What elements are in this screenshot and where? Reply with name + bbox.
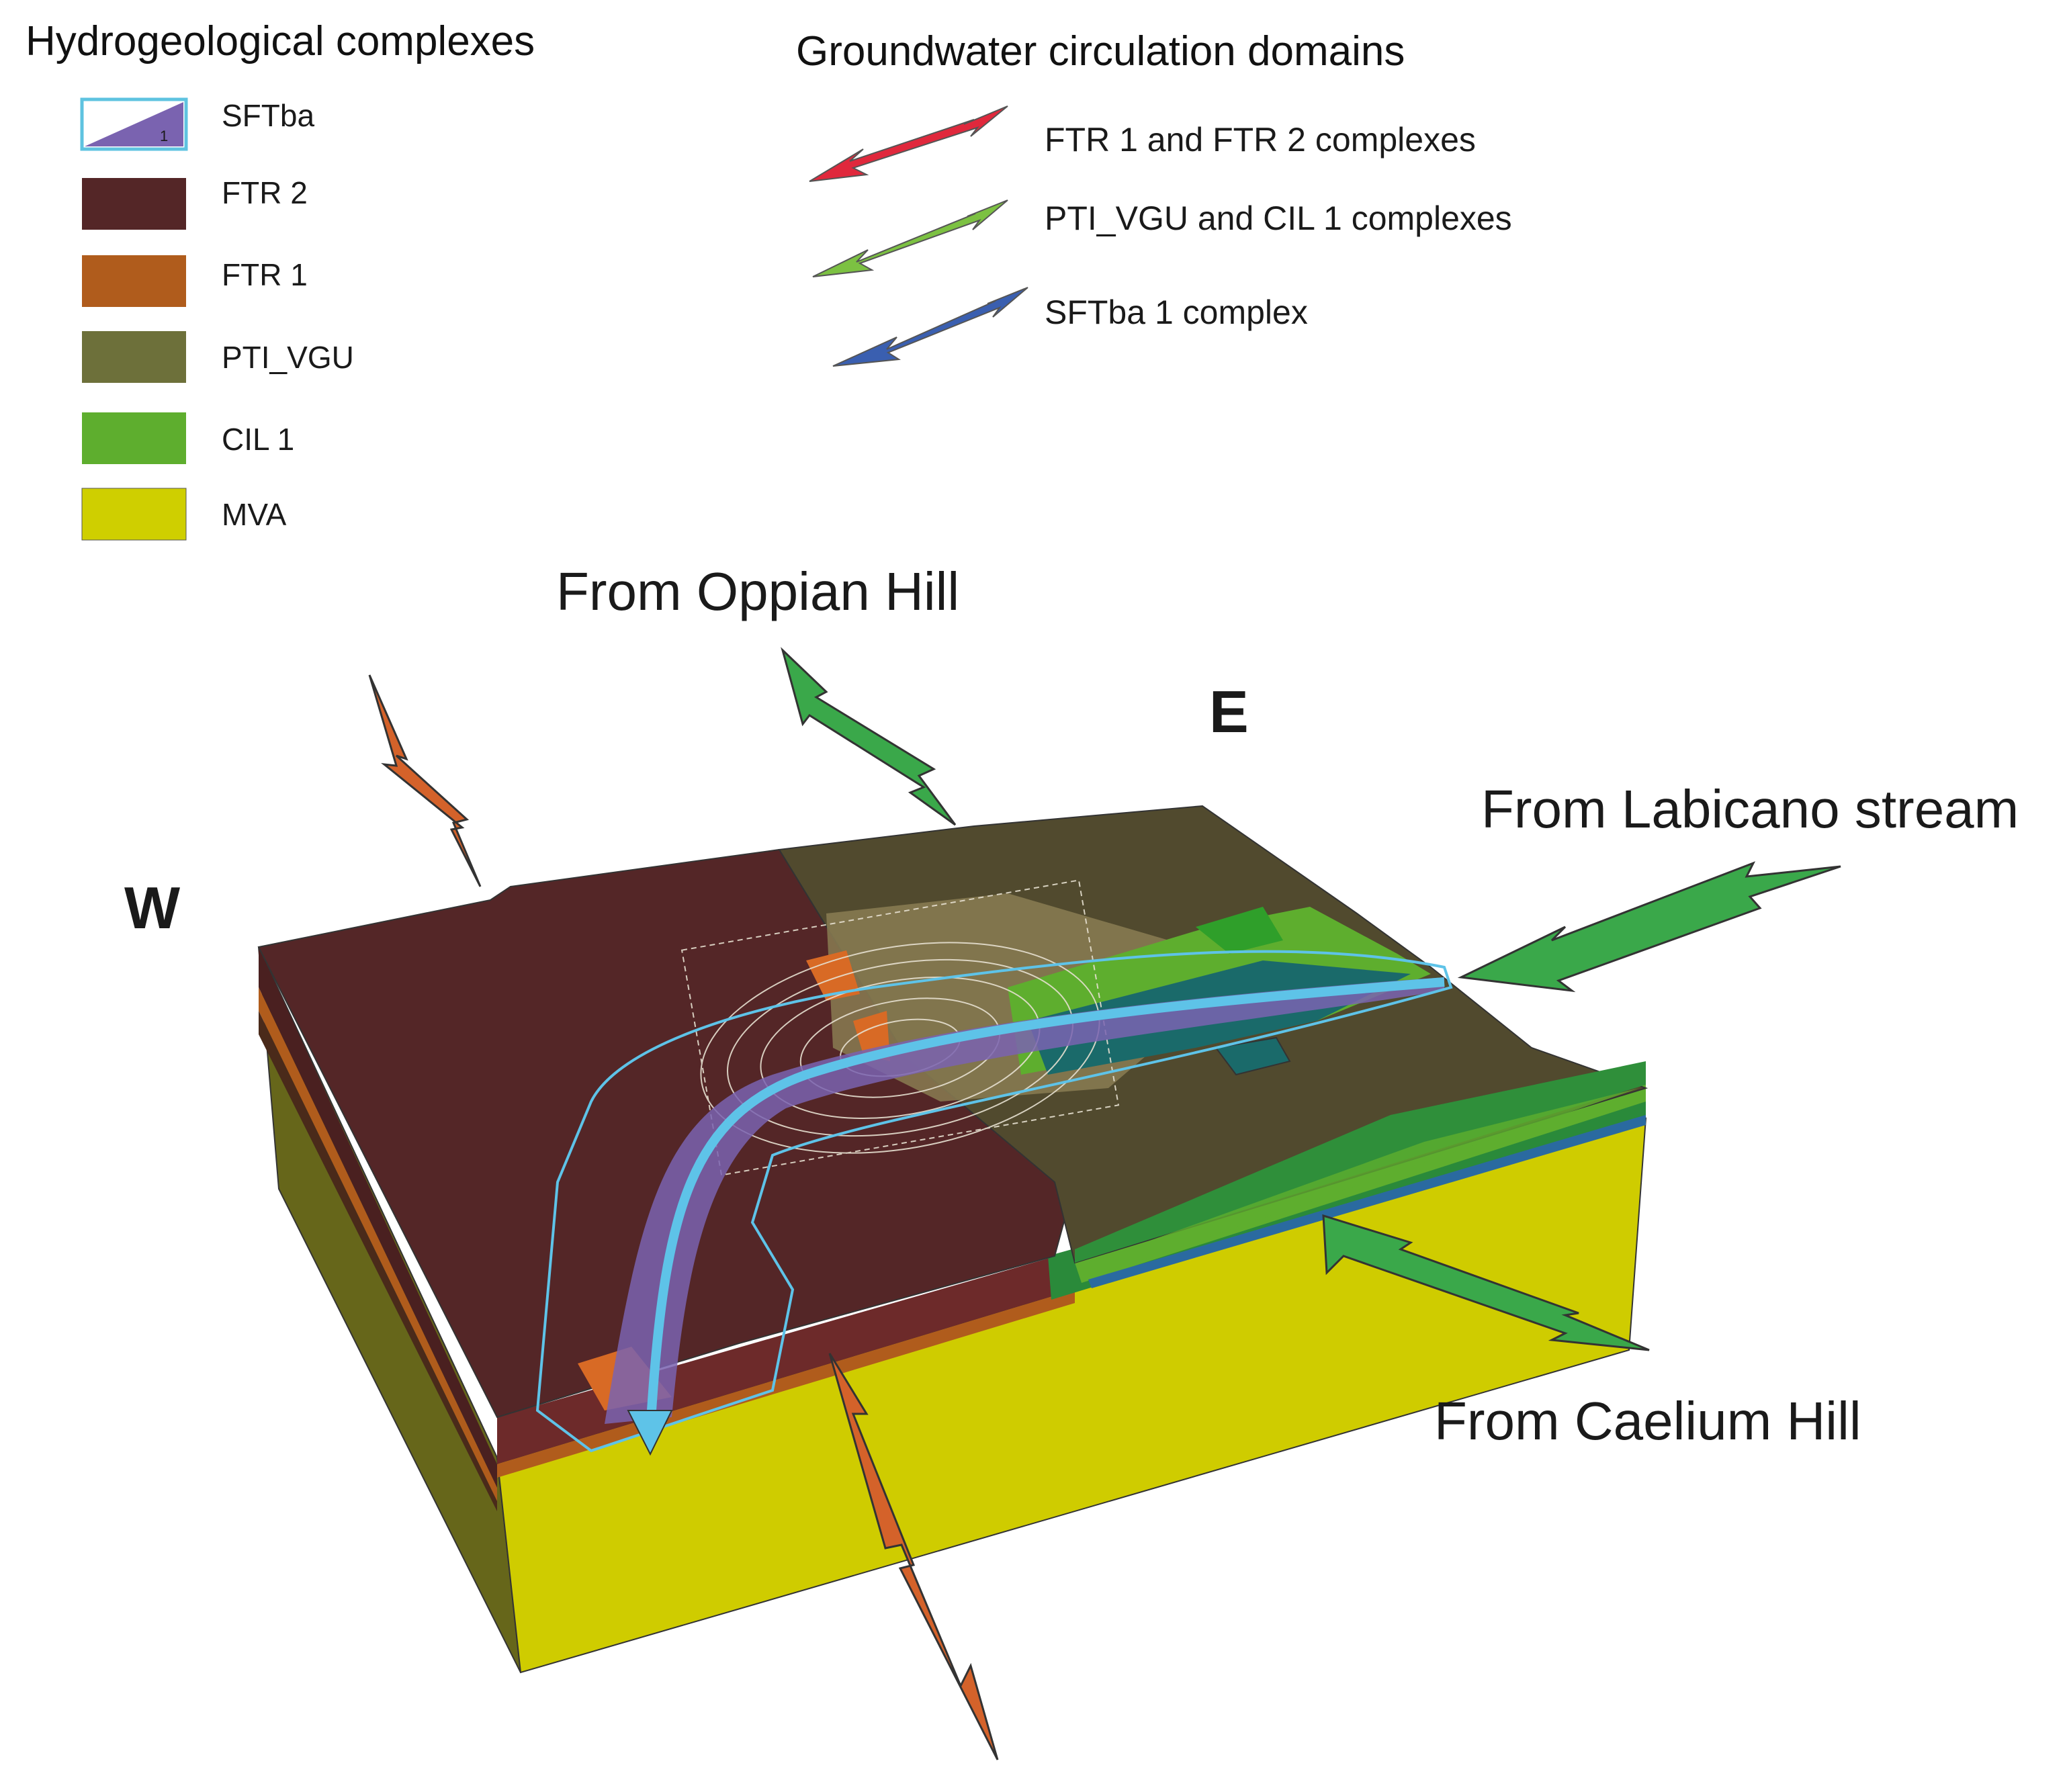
- legend-swatch-ftr1: [82, 255, 186, 307]
- stream-sftba-outline: [535, 950, 1453, 1453]
- block-top-ftr1-patch-a: [806, 950, 860, 1001]
- legend-swatch-ftr2: [82, 178, 186, 230]
- stream-flow-arrowhead: [627, 1410, 673, 1456]
- legend-label-ftr1: FTR 1: [222, 257, 308, 292]
- legend-domain-arrow-blue: [832, 287, 1028, 367]
- inflow-arrow-caelium: [1322, 1214, 1650, 1351]
- legend-domain-arrow-green: [812, 199, 1008, 277]
- block-top-cil-light: [1088, 1088, 1639, 1276]
- legend-swatch-cil1: [82, 412, 186, 464]
- legend-swatch-sftba-number: 1: [160, 128, 168, 144]
- legend-swatch-pti-vgu: [82, 331, 186, 383]
- legend-domain-label-ftr: FTR 1 and FTR 2 complexes: [1045, 121, 1476, 159]
- legend-domain-arrow-red: [809, 105, 1008, 182]
- block-left-face-pti-band: [259, 1011, 497, 1511]
- legend-label-ftr2: FTR 2: [222, 175, 308, 210]
- legend-label-sftba: SFTba: [222, 98, 314, 133]
- label-west: W: [124, 875, 180, 941]
- stream-sftba-fill: [605, 977, 1444, 1424]
- legend-domain-label-pti-cil: PTI_VGU and CIL 1 complexes: [1045, 199, 1512, 237]
- legend-label-cil1: CIL 1: [222, 422, 294, 457]
- block-left-face-ftr1-band: [259, 987, 497, 1501]
- block-front-blue-band: [1088, 1115, 1646, 1288]
- label-east: E: [1209, 678, 1249, 745]
- legend-label-mva: MVA: [222, 497, 287, 532]
- inflow-arrow-labicano: [1457, 861, 1841, 993]
- outflow-arrow-orange: [828, 1353, 999, 1760]
- legend-complexes-title: Hydrogeological complexes: [26, 18, 535, 64]
- legend-domains: Groundwater circulation domains FTR 1 an…: [796, 28, 1512, 367]
- legend-label-pti-vgu: PTI_VGU: [222, 340, 354, 375]
- block-top-cil: [1075, 1061, 1646, 1263]
- legend-swatch-mva: [81, 488, 187, 541]
- label-caelium-hill: From Caelium Hill: [1434, 1391, 1861, 1451]
- label-labicano-stream: From Labicano stream: [1481, 779, 2019, 839]
- block-left-face-ftr: [259, 947, 497, 1488]
- block-top-teal-pit: [1215, 1036, 1291, 1076]
- inflow-arrow-oppian: [781, 647, 957, 826]
- block-model: [257, 805, 1648, 1674]
- legend-complexes: Hydrogeological complexes 1 SFTba FTR 2 …: [26, 18, 535, 541]
- legend-domains-title: Groundwater circulation domains: [796, 28, 1405, 75]
- label-oppian-hill: From Oppian Hill: [556, 562, 959, 621]
- stream-flow-line: [647, 977, 1445, 1411]
- inflow-arrow-orange-nw: [368, 674, 482, 887]
- block-top-green-hill: [1196, 907, 1283, 954]
- legend-swatch-sftba: 1: [80, 97, 188, 151]
- legend-domain-label-sftba: SFTba 1 complex: [1045, 294, 1308, 331]
